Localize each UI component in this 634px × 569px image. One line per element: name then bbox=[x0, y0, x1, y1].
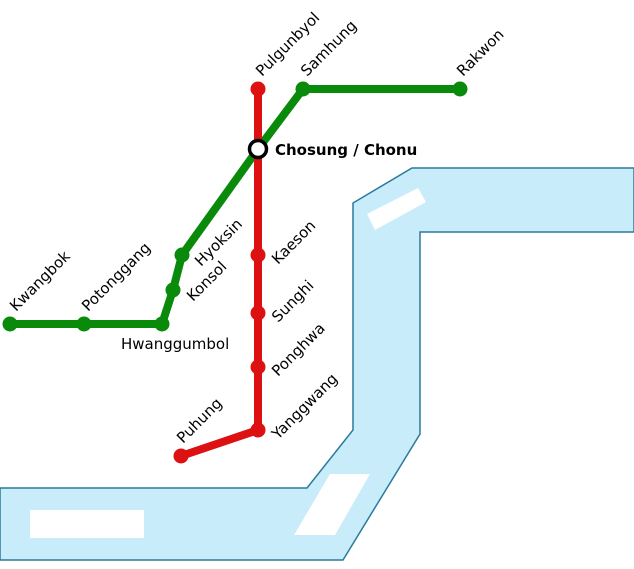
station-chosung-chonu[interactable] bbox=[247, 138, 269, 160]
label-rakwon: Rakwon bbox=[453, 25, 507, 79]
station-hwanggumbol[interactable] bbox=[154, 316, 170, 332]
station-pulgunbyol[interactable] bbox=[250, 81, 266, 97]
label-potonggang: Potonggang bbox=[78, 239, 154, 315]
station-samhung[interactable] bbox=[295, 81, 311, 97]
label-sunghi: Sunghi bbox=[268, 277, 317, 326]
station-hyoksin[interactable] bbox=[174, 247, 190, 263]
label-kaeson: Kaeson bbox=[268, 217, 319, 268]
station-potonggang[interactable] bbox=[76, 316, 92, 332]
label-puhung: Puhung bbox=[173, 394, 226, 447]
label-hwanggumbol: Hwanggumbol bbox=[121, 335, 229, 353]
station-ponghwa[interactable] bbox=[250, 359, 266, 375]
label-ponghwa: Ponghwa bbox=[268, 319, 329, 380]
river-island bbox=[367, 188, 426, 230]
label-kwangbok: Kwangbok bbox=[6, 247, 74, 315]
label-chosung-chonu: Chosung / Chonu bbox=[275, 141, 417, 159]
station-puhung[interactable] bbox=[173, 448, 189, 464]
station-sunghi[interactable] bbox=[250, 305, 266, 321]
river-island bbox=[30, 510, 144, 538]
station-rakwon[interactable] bbox=[452, 81, 468, 97]
station-yanggwang[interactable] bbox=[250, 422, 266, 438]
label-yanggwang: Yanggwang bbox=[267, 370, 341, 444]
river-island bbox=[294, 474, 370, 535]
station-kaeson[interactable] bbox=[250, 247, 266, 263]
green-line bbox=[6, 85, 464, 328]
station-konsol[interactable] bbox=[165, 282, 181, 298]
station-kwangbok[interactable] bbox=[2, 316, 18, 332]
